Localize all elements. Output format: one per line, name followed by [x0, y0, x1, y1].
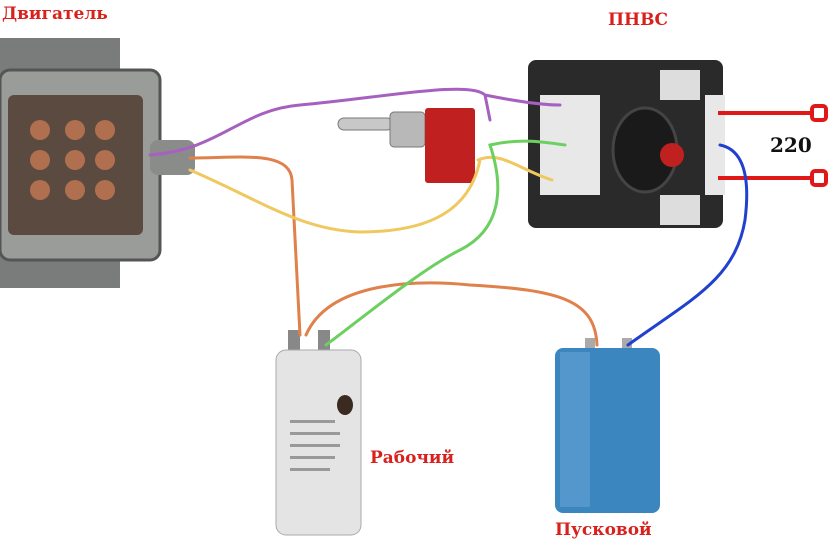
- toggle-switch: [337, 108, 475, 183]
- wire-orange-1: [188, 155, 302, 337]
- wires: [148, 87, 749, 347]
- wire-blue: [626, 143, 749, 347]
- pnvs-label: ПНВС: [608, 10, 669, 30]
- motor-terminal-box: [0, 38, 195, 288]
- wire-yellow: [188, 155, 554, 234]
- wire-purple: [148, 87, 562, 157]
- run-capacitor: [275, 330, 362, 536]
- start-capacitor-label: Пусковой: [555, 520, 652, 540]
- motor-label: Двигатель: [2, 4, 108, 24]
- pnvs-switch-unit: [528, 60, 725, 228]
- voltage-label: 220: [770, 133, 812, 157]
- start-capacitor: [555, 338, 660, 513]
- wire-orange-2: [304, 281, 599, 347]
- mains-terminals: [718, 104, 828, 187]
- wire-green: [324, 139, 567, 347]
- run-capacitor-label: Рабочий: [370, 448, 455, 468]
